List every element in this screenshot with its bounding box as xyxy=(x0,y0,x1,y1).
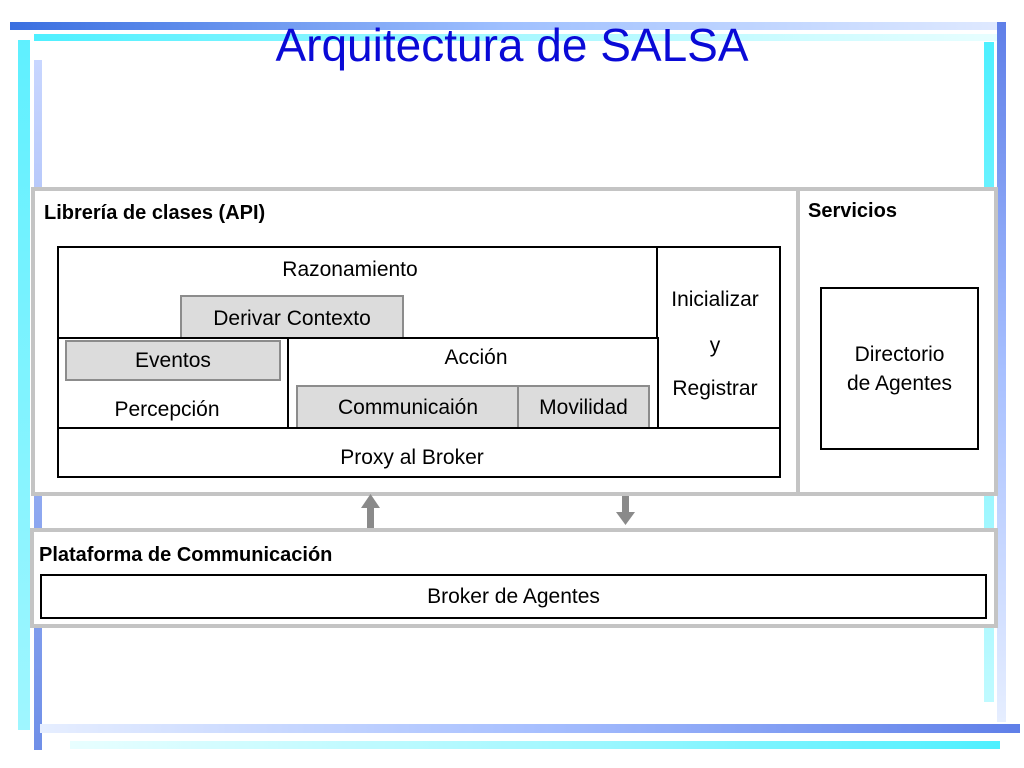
eventos-module: Eventos xyxy=(65,340,281,381)
y-label: y xyxy=(709,334,721,357)
inicializar-label: Inicializar xyxy=(671,288,759,311)
percepcion-label: Percepción xyxy=(114,398,220,421)
platform-panel-title: Plataforma de Communicación xyxy=(39,544,333,566)
communicaion-module: Communicaión xyxy=(296,385,520,430)
inicializar-registrar-box xyxy=(656,246,781,430)
broker-agentes-box xyxy=(40,574,987,619)
razonamiento-label: Razonamiento xyxy=(282,258,418,281)
derivar-contexto-module: Derivar Contexto xyxy=(180,295,404,339)
arrows xyxy=(361,494,635,528)
frame-bottom-cyan-bar xyxy=(70,741,1000,749)
proxy-broker-label: Proxy al Broker xyxy=(340,446,484,469)
up-arrow-icon xyxy=(361,494,380,528)
api-panel-title: Librería de clases (API) xyxy=(44,202,266,224)
frame-bottom-blue-bar xyxy=(40,724,1020,733)
directorio-box xyxy=(820,287,979,450)
frame-top-cyan-bar xyxy=(34,34,1000,41)
registrar-label: Registrar xyxy=(672,377,758,400)
frame-top-blue-bar xyxy=(10,22,1000,30)
frame-left-cyan-bar xyxy=(18,40,30,730)
broker-agentes-label: Broker de Agentes xyxy=(427,585,600,608)
movilidad-module: Movilidad xyxy=(517,385,650,430)
slide-title: Arquitectura de SALSA xyxy=(275,19,749,71)
proxy-broker-box xyxy=(57,427,781,478)
down-arrow-icon xyxy=(616,496,635,525)
services-panel-title: Servicios xyxy=(808,200,897,222)
accion-label: Acción xyxy=(444,346,508,369)
directorio-label-line2: de Agentes xyxy=(846,372,953,395)
frame-right-blue-bar xyxy=(997,22,1006,722)
directorio-label-line1: Directorio xyxy=(854,343,945,366)
